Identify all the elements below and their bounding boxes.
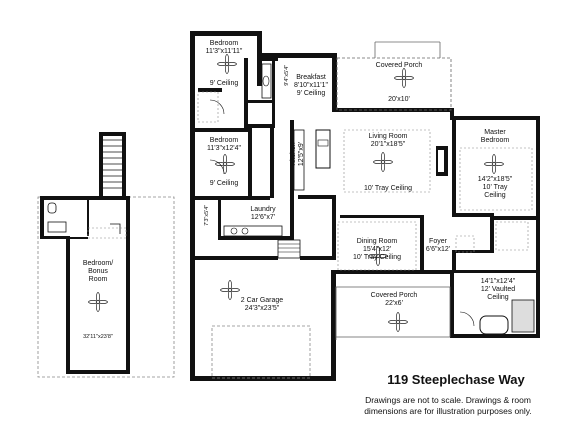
room-label-bedroom-2: Bedroom 11'3"x11'11" [196,40,252,56]
room-label-bonus-room: Bedroom/ Bonus Room [82,260,114,283]
covered-porch-top-outline [336,41,452,111]
disclaimer-line-1: Drawings are not to scale. Drawings & ro… [365,395,531,405]
room-label-bedroom-3: Bedroom 11'3"x12'4" [196,137,252,153]
room-name: Bedroom [209,40,239,47]
room-note-living-room: 10' Tray Ceiling [363,185,413,192]
room-dims-covered-porch-top: 20'x10' [388,96,410,103]
room-name: Bedroom [209,137,239,144]
room-label-master-bath: 14'1"x12'4" 12' Vaulted Ceiling [480,278,516,301]
fixtures [197,63,535,379]
room-label-foyer: Foyer 6'6"x12' [425,238,451,253]
room-note-bedroom-2: 9' Ceiling [209,80,239,87]
room-label-dining-room: Dining Room 15'4"x12' 10' Tray Ceiling [352,238,402,261]
room-label-covered-porch-top: Covered Porch [375,62,423,69]
closet-dims-left: 7'3"x5'4" [203,204,210,226]
disclaimer-line-2: dimensions are for illustration purposes… [364,406,532,416]
room-label-master-bedroom: Master Bedroom [480,129,510,144]
bonus-room-structure [37,132,175,378]
property-address: 119 Steeplechase Way [387,372,525,387]
room-label-covered-porch-front: Covered Porch 22'x6' [370,292,418,307]
disclaimer: Drawings are not to scale. Drawings & ro… [320,395,576,417]
interior-walls [190,58,540,273]
room-label-laundry: Laundry 12'6"x7' [250,206,276,221]
room-dims: 11'3"x12'4" [207,145,241,152]
room-dims: 11'3"x11'11" [205,48,243,55]
closet-dims-top: 9'4"x5'4" [283,64,290,86]
room-dims-master-bedroom: 14'2"x18'5" 10' Tray Ceiling [477,176,513,199]
room-dims-bonus-room: 32'11"x23'8" [83,334,113,340]
covered-porch-front-outline [335,286,451,340]
room-note-bedroom-3: 9' Ceiling [209,180,239,187]
room-label-garage: 2 Car Garage 24'3"x23'5" [240,297,284,312]
room-label-breakfast: Breakfast 8'10"x11'1" 9' Ceiling [294,74,328,97]
room-label-living-room: Living Room 20'1"x18'5" [368,133,408,148]
room-label-kitchen: Kitchen 12'5"x9' [290,141,305,167]
